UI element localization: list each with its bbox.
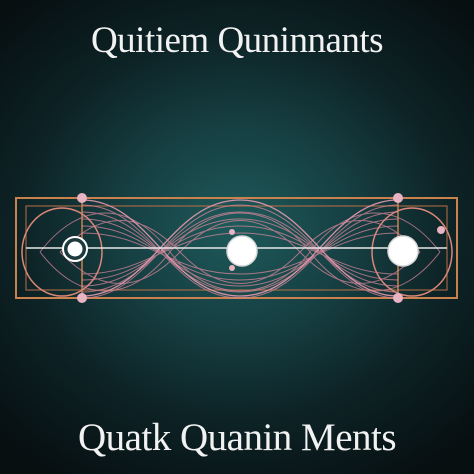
left-node (67, 241, 83, 257)
wave-bundle-accent (81, 199, 399, 297)
wave-bundle (39, 204, 441, 299)
title-top: Quitiem Quninnants (90, 20, 384, 61)
right-node (387, 235, 419, 267)
right-end-loop (371, 207, 453, 297)
vertex-dot (77, 193, 87, 203)
vertex-dots (77, 193, 445, 303)
left-end-loop (21, 207, 103, 297)
vertex-dot (393, 193, 403, 203)
vertex-dot (393, 293, 403, 303)
vertex-dot (437, 226, 445, 234)
vertex-dot (229, 265, 235, 271)
center-node (226, 235, 258, 267)
vertex-dot (229, 229, 235, 235)
title-bottom: Quatk Quanin Ments (77, 416, 397, 459)
vertex-dot (77, 293, 87, 303)
